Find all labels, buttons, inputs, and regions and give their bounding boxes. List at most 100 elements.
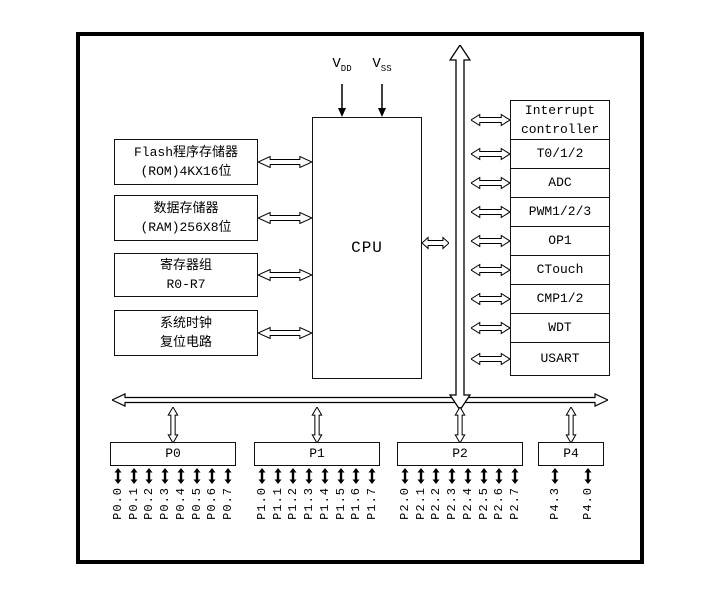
pin-p1-4: P1.4 (317, 468, 332, 520)
flash-rom-line1: Flash程序存储器 (133, 144, 238, 160)
bus-p0-arrow-icon (167, 407, 179, 443)
p1-pin-row: P1.0 P1.1 P1.2 P1.3 P1.4 P1.5 P1.6 P1.7 (254, 468, 380, 520)
bus-p4-arrow-icon (565, 407, 577, 443)
ctouch-block: CTouch (510, 255, 610, 285)
pin-arrow-icon (224, 468, 232, 484)
pin-p0-3: P0.3 (158, 468, 173, 520)
pin-p1-3: P1.3 (302, 468, 317, 520)
vss-label: VSS (372, 56, 392, 74)
flash-rom-block: Flash程序存储器 (ROM)4KX16位 (114, 139, 258, 185)
pin-p1-2: P1.2 (286, 468, 301, 520)
pin-label: P0.4 (173, 487, 188, 520)
pin-arrow-icon (551, 468, 558, 484)
pin-label: P1.7 (365, 487, 380, 520)
pin-arrow-icon (161, 468, 169, 484)
pin-arrow-icon (208, 468, 216, 484)
pin-arrow-icon (368, 468, 376, 484)
pin-label: P1.5 (333, 487, 348, 520)
pin-p1-0: P1.0 (254, 468, 269, 520)
pin-label: P4.3 (547, 487, 562, 520)
bus-ctouch-arrow-icon (471, 263, 510, 277)
pin-p1-7: P1.7 (365, 468, 380, 520)
register-block: 寄存器组 R0-R7 (114, 253, 258, 297)
pin-arrow-icon (130, 468, 138, 484)
pin-arrow-icon (511, 468, 519, 484)
pin-label: P4.0 (580, 487, 595, 520)
pin-label: P2.4 (460, 487, 475, 520)
pin-label: P2.6 (492, 487, 507, 520)
pin-p2-2: P2.2 (429, 468, 444, 520)
pin-p0-4: P0.4 (173, 468, 188, 520)
pin-arrow-icon (480, 468, 488, 484)
pin-p2-4: P2.4 (460, 468, 475, 520)
pin-arrow-icon (289, 468, 297, 484)
pin-p0-0: P0.0 (110, 468, 125, 520)
pin-label: P1.2 (286, 487, 301, 520)
pin-p2-1: P2.1 (413, 468, 428, 520)
vdd-label: VDD (332, 56, 352, 74)
wdt-block: WDT (510, 313, 610, 343)
pin-arrow-icon (337, 468, 345, 484)
bus-op1-arrow-icon (471, 234, 510, 248)
cpu-label: CPU (351, 239, 383, 257)
pin-arrow-icon (495, 468, 503, 484)
pin-arrow-icon (584, 468, 591, 484)
op1-block: OP1 (510, 226, 610, 256)
pin-label: P0.0 (110, 487, 125, 520)
p0-pin-row: P0.0 P0.1 P0.2 P0.3 P0.4 P0.5 P0.6 P0.7 (110, 468, 236, 520)
pin-arrow-icon (321, 468, 329, 484)
p4-pin-row: P4.3 P4.0 (538, 468, 604, 520)
pin-label: P2.0 (397, 487, 412, 520)
pin-label: P0.6 (205, 487, 220, 520)
register-line1: 寄存器组 (159, 257, 212, 273)
pin-label: P2.3 (445, 487, 460, 520)
pin-arrow-icon (464, 468, 472, 484)
pin-p4-0: P4.0 (580, 468, 595, 520)
bus-p1-arrow-icon (311, 407, 323, 443)
cpu-bus-arrow-icon (422, 236, 449, 250)
pin-p4-3: P4.3 (547, 468, 562, 520)
bus-adc-arrow-icon (471, 176, 510, 190)
port-p0-block: P0 (110, 442, 236, 466)
clock-cpu-arrow-icon (258, 326, 312, 340)
pin-arrow-icon (305, 468, 313, 484)
pin-label: P2.5 (476, 487, 491, 520)
pin-p2-6: P2.6 (492, 468, 507, 520)
p2-pin-row: P2.0 P2.1 P2.2 P2.3 P2.4 P2.5 P2.6 P2.7 (397, 468, 523, 520)
pin-label: P1.1 (270, 487, 285, 520)
pin-label: P0.7 (221, 487, 236, 520)
bus-wdt-arrow-icon (471, 321, 510, 335)
clock-reset-line2: 复位电路 (159, 335, 212, 350)
pin-arrow-icon (193, 468, 201, 484)
pin-arrow-icon (258, 468, 266, 484)
bus-interrupt-arrow-icon (471, 113, 510, 127)
ram-cpu-arrow-icon (258, 211, 312, 225)
pin-arrow-icon (432, 468, 440, 484)
interrupt-controller-block: Interrupt controller (510, 100, 610, 140)
port-p4-block: P4 (538, 442, 604, 466)
pin-p2-3: P2.3 (445, 468, 460, 520)
register-cpu-arrow-icon (258, 268, 312, 282)
pin-arrow-icon (352, 468, 360, 484)
pin-p0-1: P0.1 (126, 468, 141, 520)
pin-arrow-icon (145, 468, 153, 484)
register-line2: R0-R7 (166, 277, 206, 292)
interrupt-line1: Interrupt (524, 102, 596, 118)
pin-p0-2: P0.2 (142, 468, 157, 520)
pin-arrow-icon (401, 468, 409, 484)
bus-usart-arrow-icon (471, 352, 510, 366)
flash-cpu-arrow-icon (258, 155, 312, 169)
pin-p2-7: P2.7 (508, 468, 523, 520)
bus-vertical-icon (449, 45, 471, 410)
adc-block: ADC (510, 168, 610, 198)
pin-label: P0.3 (158, 487, 173, 520)
clock-reset-line1: 系统时钟 (159, 315, 212, 331)
timer-block: T0/1/2 (510, 139, 610, 169)
pin-label: P1.4 (317, 487, 332, 520)
flash-rom-line2: (ROM)4KX16位 (140, 164, 232, 179)
pin-p0-7: P0.7 (221, 468, 236, 520)
vdd-arrow-icon (338, 84, 346, 117)
pin-arrow-icon (114, 468, 122, 484)
pin-arrow-icon (177, 468, 185, 484)
